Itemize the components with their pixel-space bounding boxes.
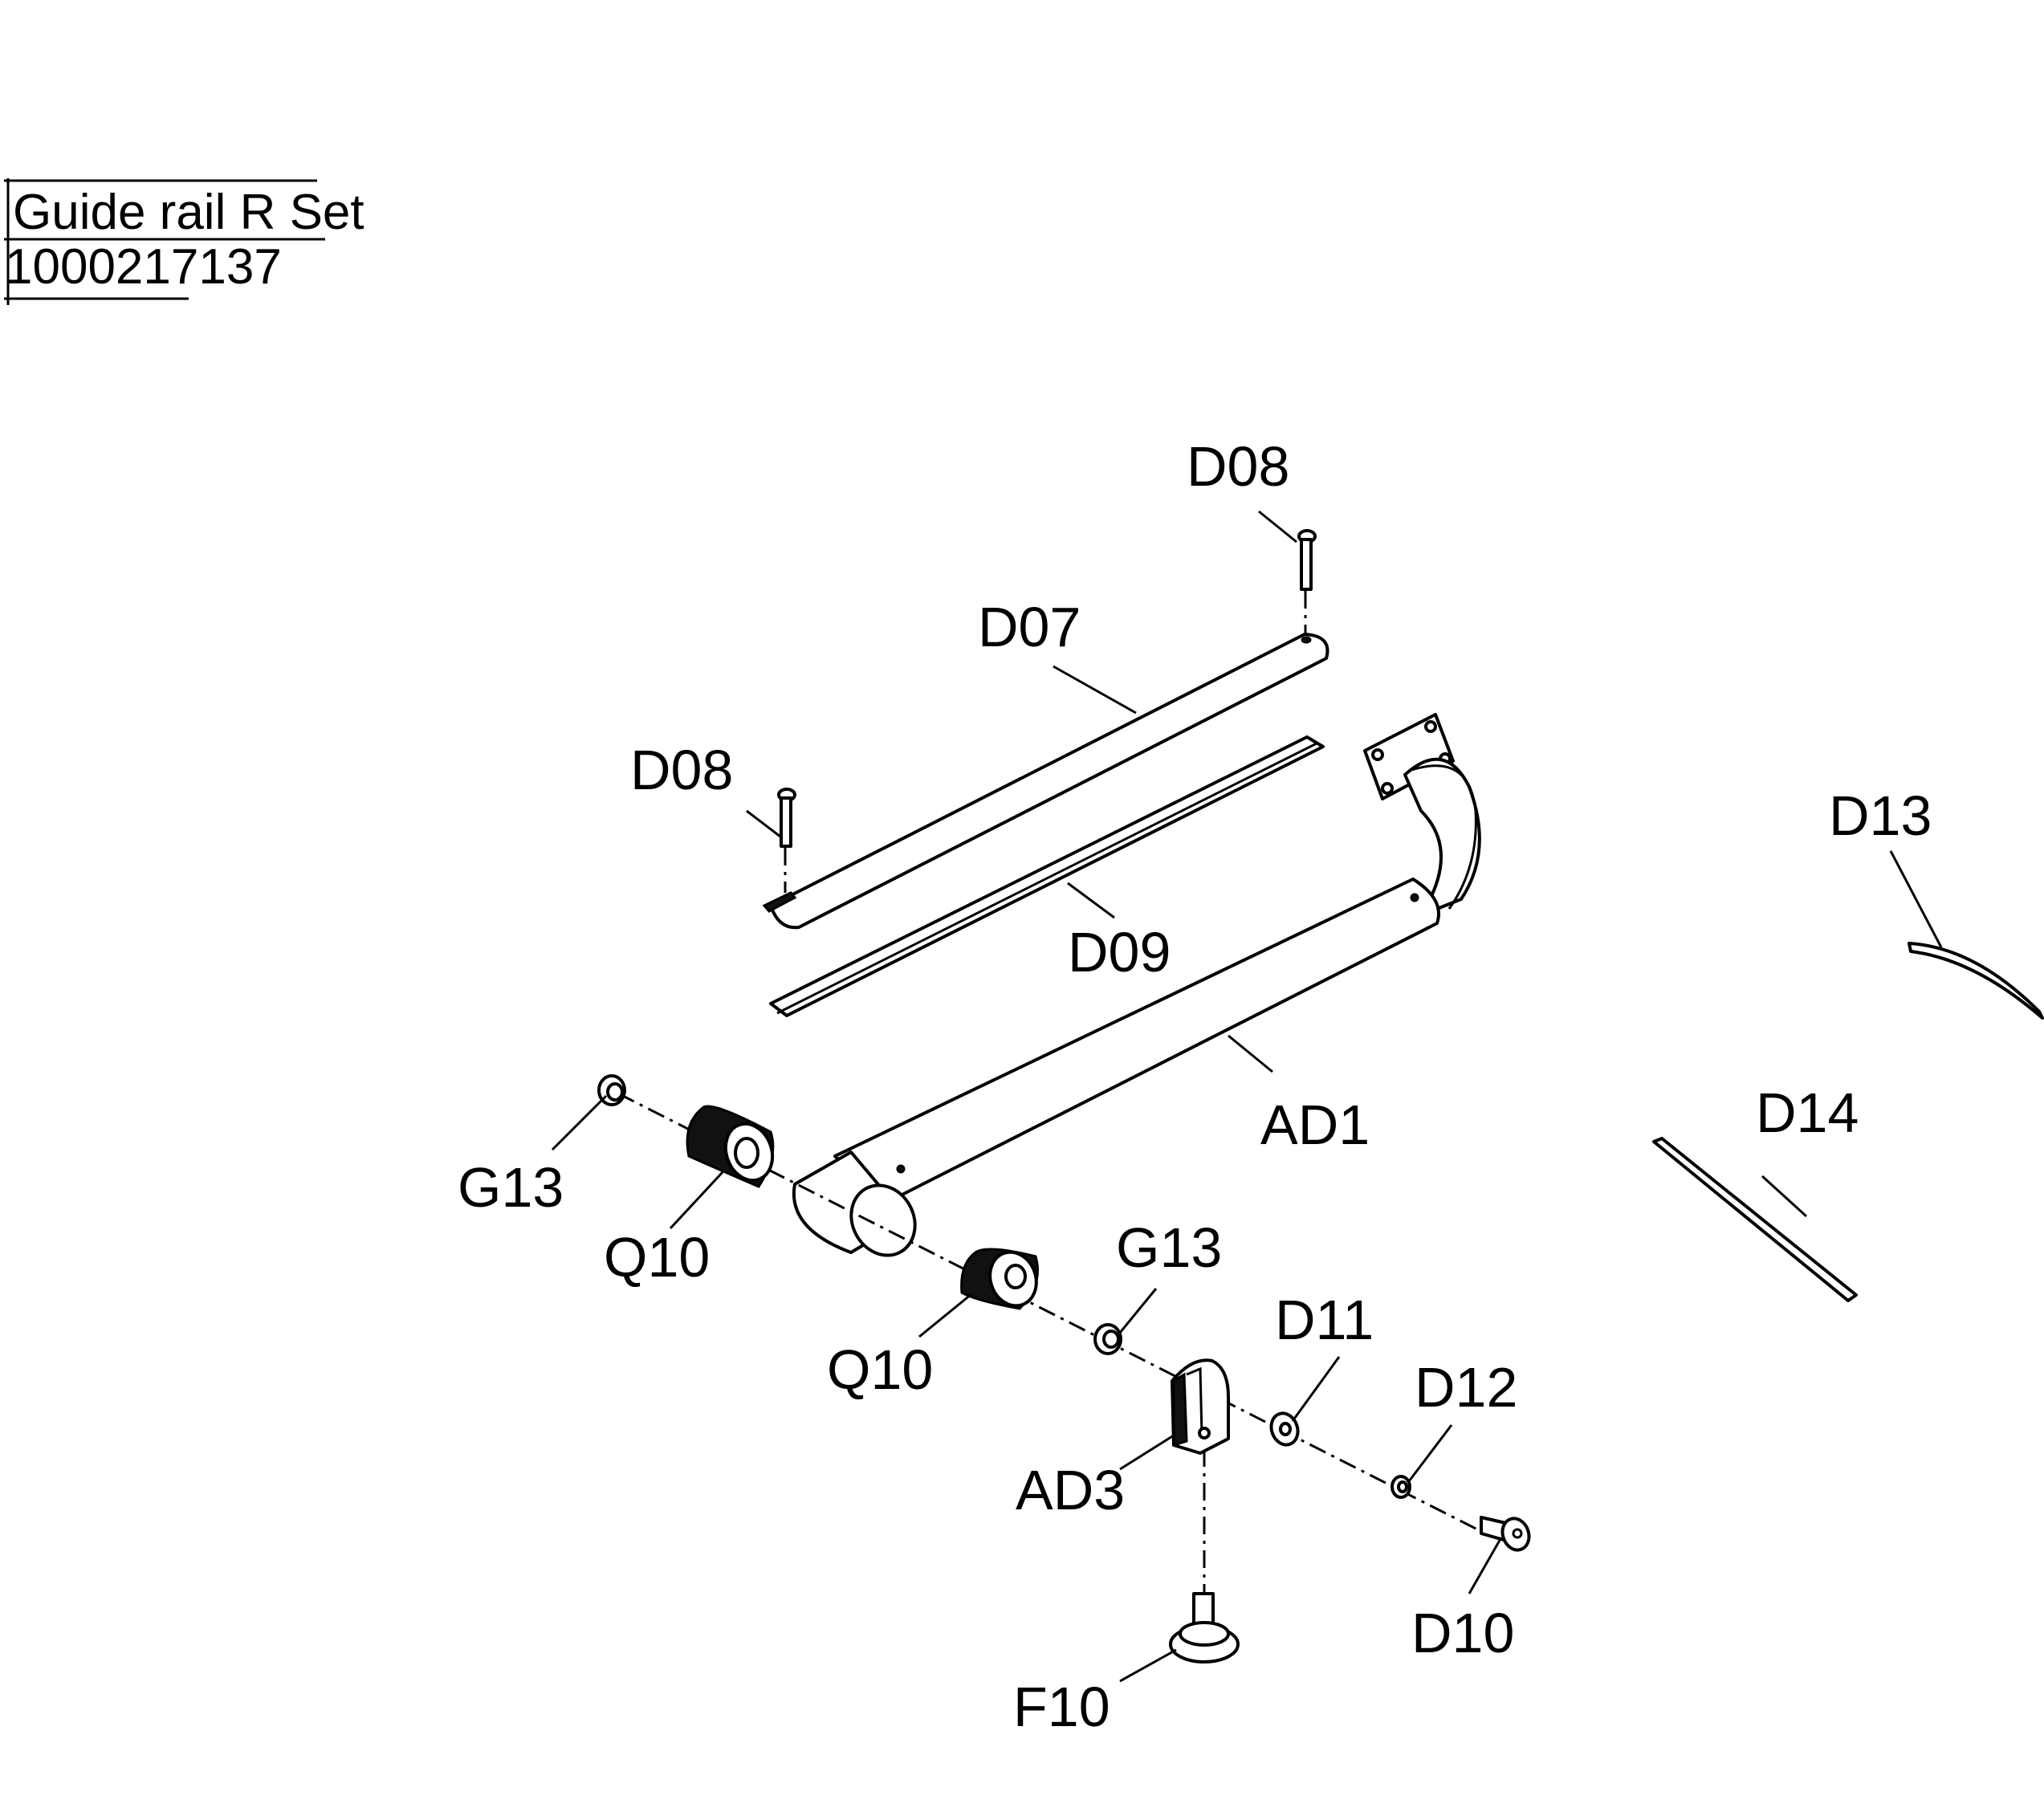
label-d12: D12: [1415, 1356, 1517, 1419]
part-ad3: [1171, 1358, 1230, 1455]
part-d09: [769, 735, 1325, 1017]
label-q10-right: Q10: [827, 1338, 933, 1401]
part-f10: [1169, 1592, 1240, 1664]
label-d09: D09: [1068, 921, 1171, 983]
leader-lines: [551, 510, 1943, 1683]
part-q10-left: [686, 1105, 775, 1188]
label-d11: D11: [1275, 1289, 1374, 1351]
label-d14: D14: [1756, 1081, 1859, 1144]
part-d12: [1390, 1475, 1411, 1499]
label-d08-left: D08: [630, 739, 733, 801]
label-q10-left: Q10: [604, 1226, 710, 1289]
label-d13: D13: [1829, 784, 1932, 847]
title-part-number: 1000217137: [5, 239, 282, 295]
label-d07: D07: [978, 596, 1081, 658]
part-d13: [1908, 942, 2044, 1020]
label-ad3: AD3: [1016, 1459, 1125, 1521]
label-g13-right: G13: [1116, 1216, 1222, 1279]
part-d08-top: [1297, 529, 1317, 634]
part-g13-right: [1093, 1323, 1122, 1355]
part-q10-right: [960, 1248, 1039, 1310]
part-d07: [762, 633, 1329, 930]
title-block: Guide rail R Set 1000217137: [4, 178, 364, 305]
part-d11: [1269, 1411, 1300, 1447]
label-g13-left: G13: [458, 1156, 564, 1219]
part-ad1: [792, 713, 1481, 1257]
part-d08-left: [777, 788, 796, 893]
label-d10: D10: [1411, 1602, 1514, 1664]
part-d14: [1652, 1137, 1858, 1302]
label-d08-top: D08: [1187, 435, 1289, 498]
title-name: Guide rail R Set: [13, 185, 364, 240]
callout-labels: D08 D07 D08 D09 D13 D14 AD1 G13 Q10 Q10 …: [458, 435, 1932, 1738]
label-f10: F10: [1013, 1676, 1110, 1738]
label-ad1: AD1: [1260, 1093, 1370, 1156]
part-d10: [1480, 1516, 1531, 1552]
